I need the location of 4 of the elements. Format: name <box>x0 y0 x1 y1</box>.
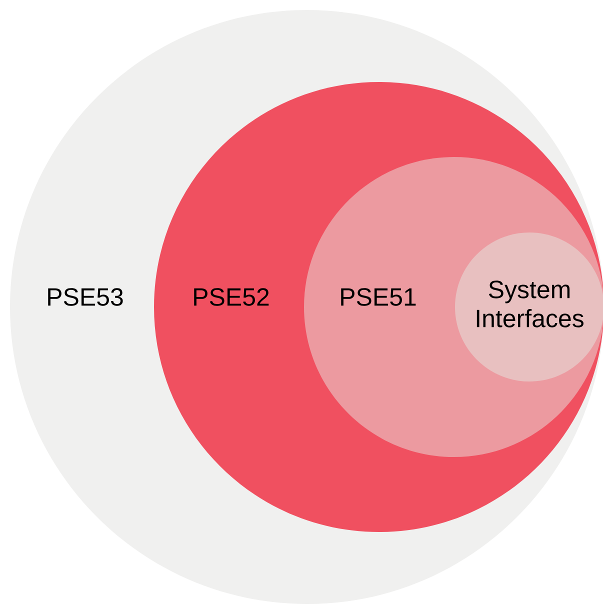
circle-label: PSE53 <box>48 288 123 306</box>
circle-label: PSE52 <box>194 288 269 306</box>
circle-label: System Interfaces <box>476 280 584 328</box>
circle-label: PSE51 <box>341 288 416 306</box>
